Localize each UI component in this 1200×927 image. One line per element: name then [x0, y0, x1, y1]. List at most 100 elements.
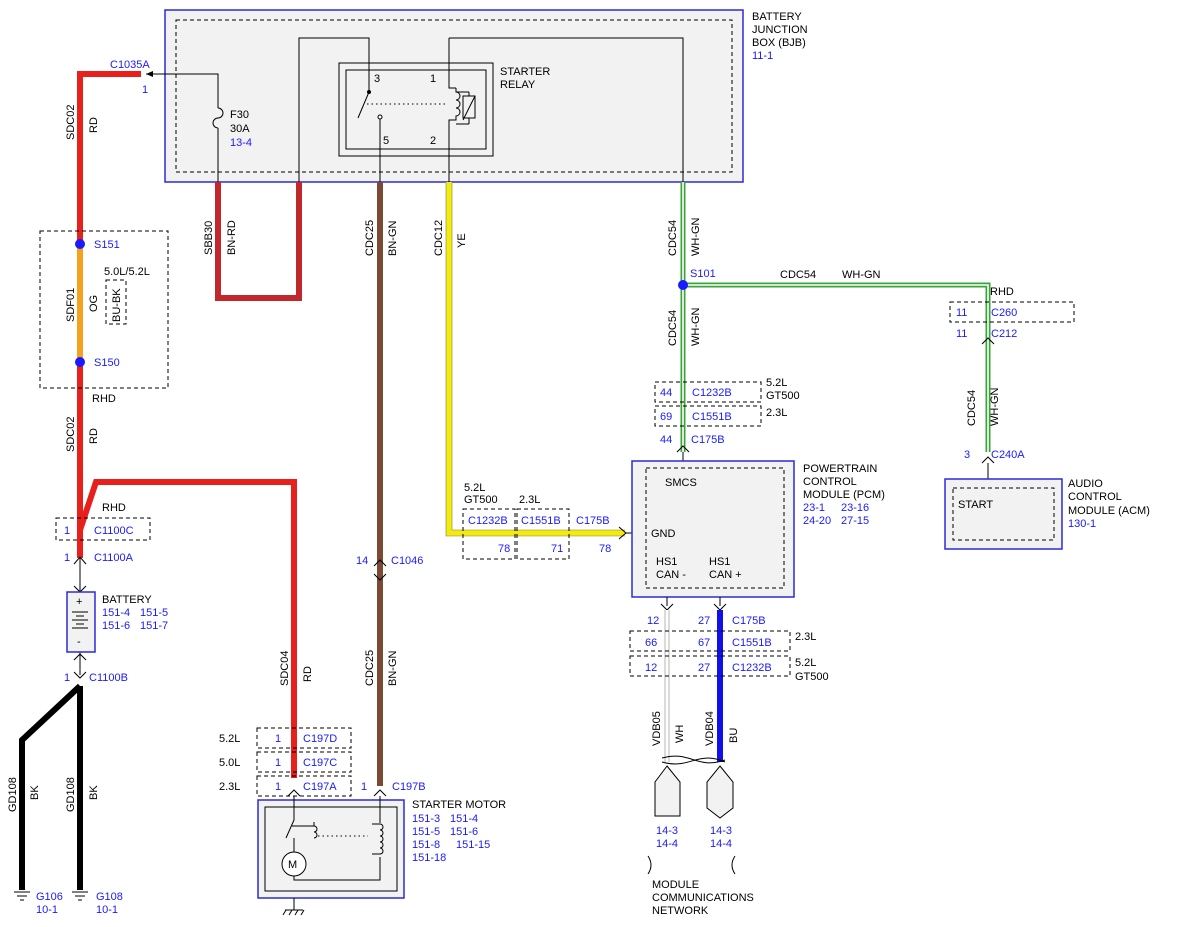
c1232b-gnd-name: C1232B	[468, 515, 508, 527]
c175b-gnd-pin: 78	[599, 543, 611, 555]
g106-ref: 10-1	[36, 904, 58, 916]
sdf01-circuit: SDF01	[65, 288, 77, 322]
c175b-can-name: C175B	[732, 615, 766, 627]
acm-inner	[952, 487, 1055, 541]
network-brace	[647, 855, 736, 875]
relay-coil	[448, 37, 684, 182]
gd108-b-circuit: GD108	[65, 777, 77, 812]
c1551b-gnd-box	[516, 508, 570, 560]
c1100b-name: C1100B	[89, 672, 128, 684]
c1551b-smcs-name: C1551B	[692, 411, 732, 423]
can-conn-symbols	[660, 597, 727, 611]
c1035a-arrow	[146, 71, 153, 77]
relay-pin-1: 1	[430, 73, 436, 85]
c1100a-pin: 1	[64, 552, 70, 564]
splice-s150	[75, 357, 85, 367]
acm-title-3: MODULE (ACM)	[1068, 505, 1150, 517]
network-hi-ref-2: 14-4	[710, 838, 732, 850]
wire-cdc54-horizontal-stripe	[683, 284, 989, 452]
s101-label: S101	[690, 268, 716, 280]
acm-start: START	[958, 499, 993, 511]
starter-ref-7: 151-18	[412, 852, 446, 864]
sdf01-alt-color-box	[105, 279, 127, 325]
network-lo-ref-2: 14-4	[656, 838, 678, 850]
c1551b-gnd-engine: 2.3L	[519, 494, 540, 506]
c1232b-can-pin-hi: 27	[698, 662, 710, 674]
starter-ref-4: 151-6	[450, 826, 478, 838]
acm-title-1: AUDIO	[1068, 478, 1103, 490]
c175b-can-pin-lo: 12	[647, 615, 659, 627]
cdc25-bot-circuit: CDC25	[364, 650, 376, 686]
relay-contact-3	[367, 90, 371, 94]
c1046-pin: 14	[356, 555, 368, 567]
c260-name: C260	[991, 307, 1017, 319]
c1232b-can-name: C1232B	[732, 662, 772, 674]
pcm-gnd: GND	[651, 528, 676, 540]
network-lo-ref-1: 14-3	[656, 825, 678, 837]
starter-chassis-ground	[282, 898, 305, 916]
c197a-pin: 1	[275, 781, 281, 793]
fuse-ref: 13-4	[230, 137, 252, 149]
c1551b-smcs-box	[654, 405, 762, 427]
relay-outer	[338, 62, 494, 157]
relay-diode-leads	[456, 91, 469, 125]
c1551b-gnd-name: C1551B	[521, 515, 561, 527]
acm-ref: 130-1	[1068, 518, 1096, 530]
splice-s101	[678, 280, 688, 290]
battery-ref-2: 151-5	[140, 607, 168, 619]
starter-conn-symbols	[287, 789, 387, 797]
c1100b-symbol	[73, 653, 87, 679]
c1551b-can-pin-lo: 66	[645, 637, 657, 649]
cdc54-horiz-color: WH-GN	[842, 269, 881, 281]
c1232b-can-engine-2: GT500	[795, 671, 829, 683]
pcm-ref-1: 23-1	[803, 502, 825, 514]
battery-ref-3: 151-6	[102, 620, 130, 632]
c212-name: C212	[991, 328, 1017, 340]
c197b-pin: 1	[361, 781, 367, 793]
starter-ref-3: 151-5	[412, 826, 440, 838]
wire-sbb30	[215, 182, 302, 301]
c1232b-gnd-engine-1: 5.2L	[464, 482, 485, 494]
vdb05-circuit: VDB05	[651, 711, 663, 746]
sbb30-circuit: SBB30	[203, 221, 215, 255]
network-title-2: COMMUNICATIONS	[652, 892, 754, 904]
cdc54-acm-color: WH-GN	[989, 387, 1001, 426]
sdc02-top-circuit: SDC02	[65, 105, 77, 140]
wire-cdc54-horizontal	[683, 282, 991, 452]
cdc25-bot-color: BN-GN	[387, 651, 399, 687]
c1551b-can-engine: 2.3L	[795, 631, 816, 643]
bjb-ref: 11-1	[752, 50, 773, 62]
s151-label: S151	[94, 239, 120, 251]
cdc12-circuit: CDC12	[433, 220, 445, 256]
c1232b-can-pin-lo: 12	[645, 662, 657, 674]
c197a-box	[256, 775, 352, 797]
vdb04-color: BU	[728, 728, 740, 743]
relay-pin-2: 2	[430, 135, 436, 147]
g106-name: G106	[36, 891, 63, 903]
c1100c-pin: 1	[64, 525, 70, 537]
c1551b-can-pin-hi: 67	[698, 637, 710, 649]
c175b-gnd-name: C175B	[576, 515, 610, 527]
c1100a-symbol	[73, 556, 87, 565]
sdc04-color: RD	[302, 666, 314, 682]
c197a-name: C197A	[303, 781, 337, 793]
g108-name: G108	[96, 891, 123, 903]
sdf01-engine-note: 5.0L/5.2L	[104, 266, 150, 278]
c1551b-can-box	[629, 630, 791, 652]
c1232b-smcs-name: C1232B	[692, 387, 732, 399]
c1046-symbol	[373, 559, 387, 581]
c1551b-smcs-engine: 2.3L	[766, 407, 787, 419]
wire-sdc02-top	[77, 71, 141, 558]
battery-ref-1: 151-4	[102, 607, 130, 619]
pcm-title-2: CONTROL	[803, 476, 857, 488]
gd108-b-color: BK	[88, 785, 100, 800]
battery-name: BATTERY	[102, 594, 152, 606]
c1232b-gnd-pin: 78	[498, 543, 510, 555]
starter-motor-m: M	[288, 859, 297, 871]
starter-motor-symbol	[281, 851, 307, 877]
gd108-a-circuit: GD108	[7, 777, 19, 812]
cdc54-top-circuit: CDC54	[667, 220, 679, 256]
c1232b-smcs-engine-2: GT500	[766, 390, 800, 402]
pcm-can-hi-1: HS1	[709, 556, 730, 568]
